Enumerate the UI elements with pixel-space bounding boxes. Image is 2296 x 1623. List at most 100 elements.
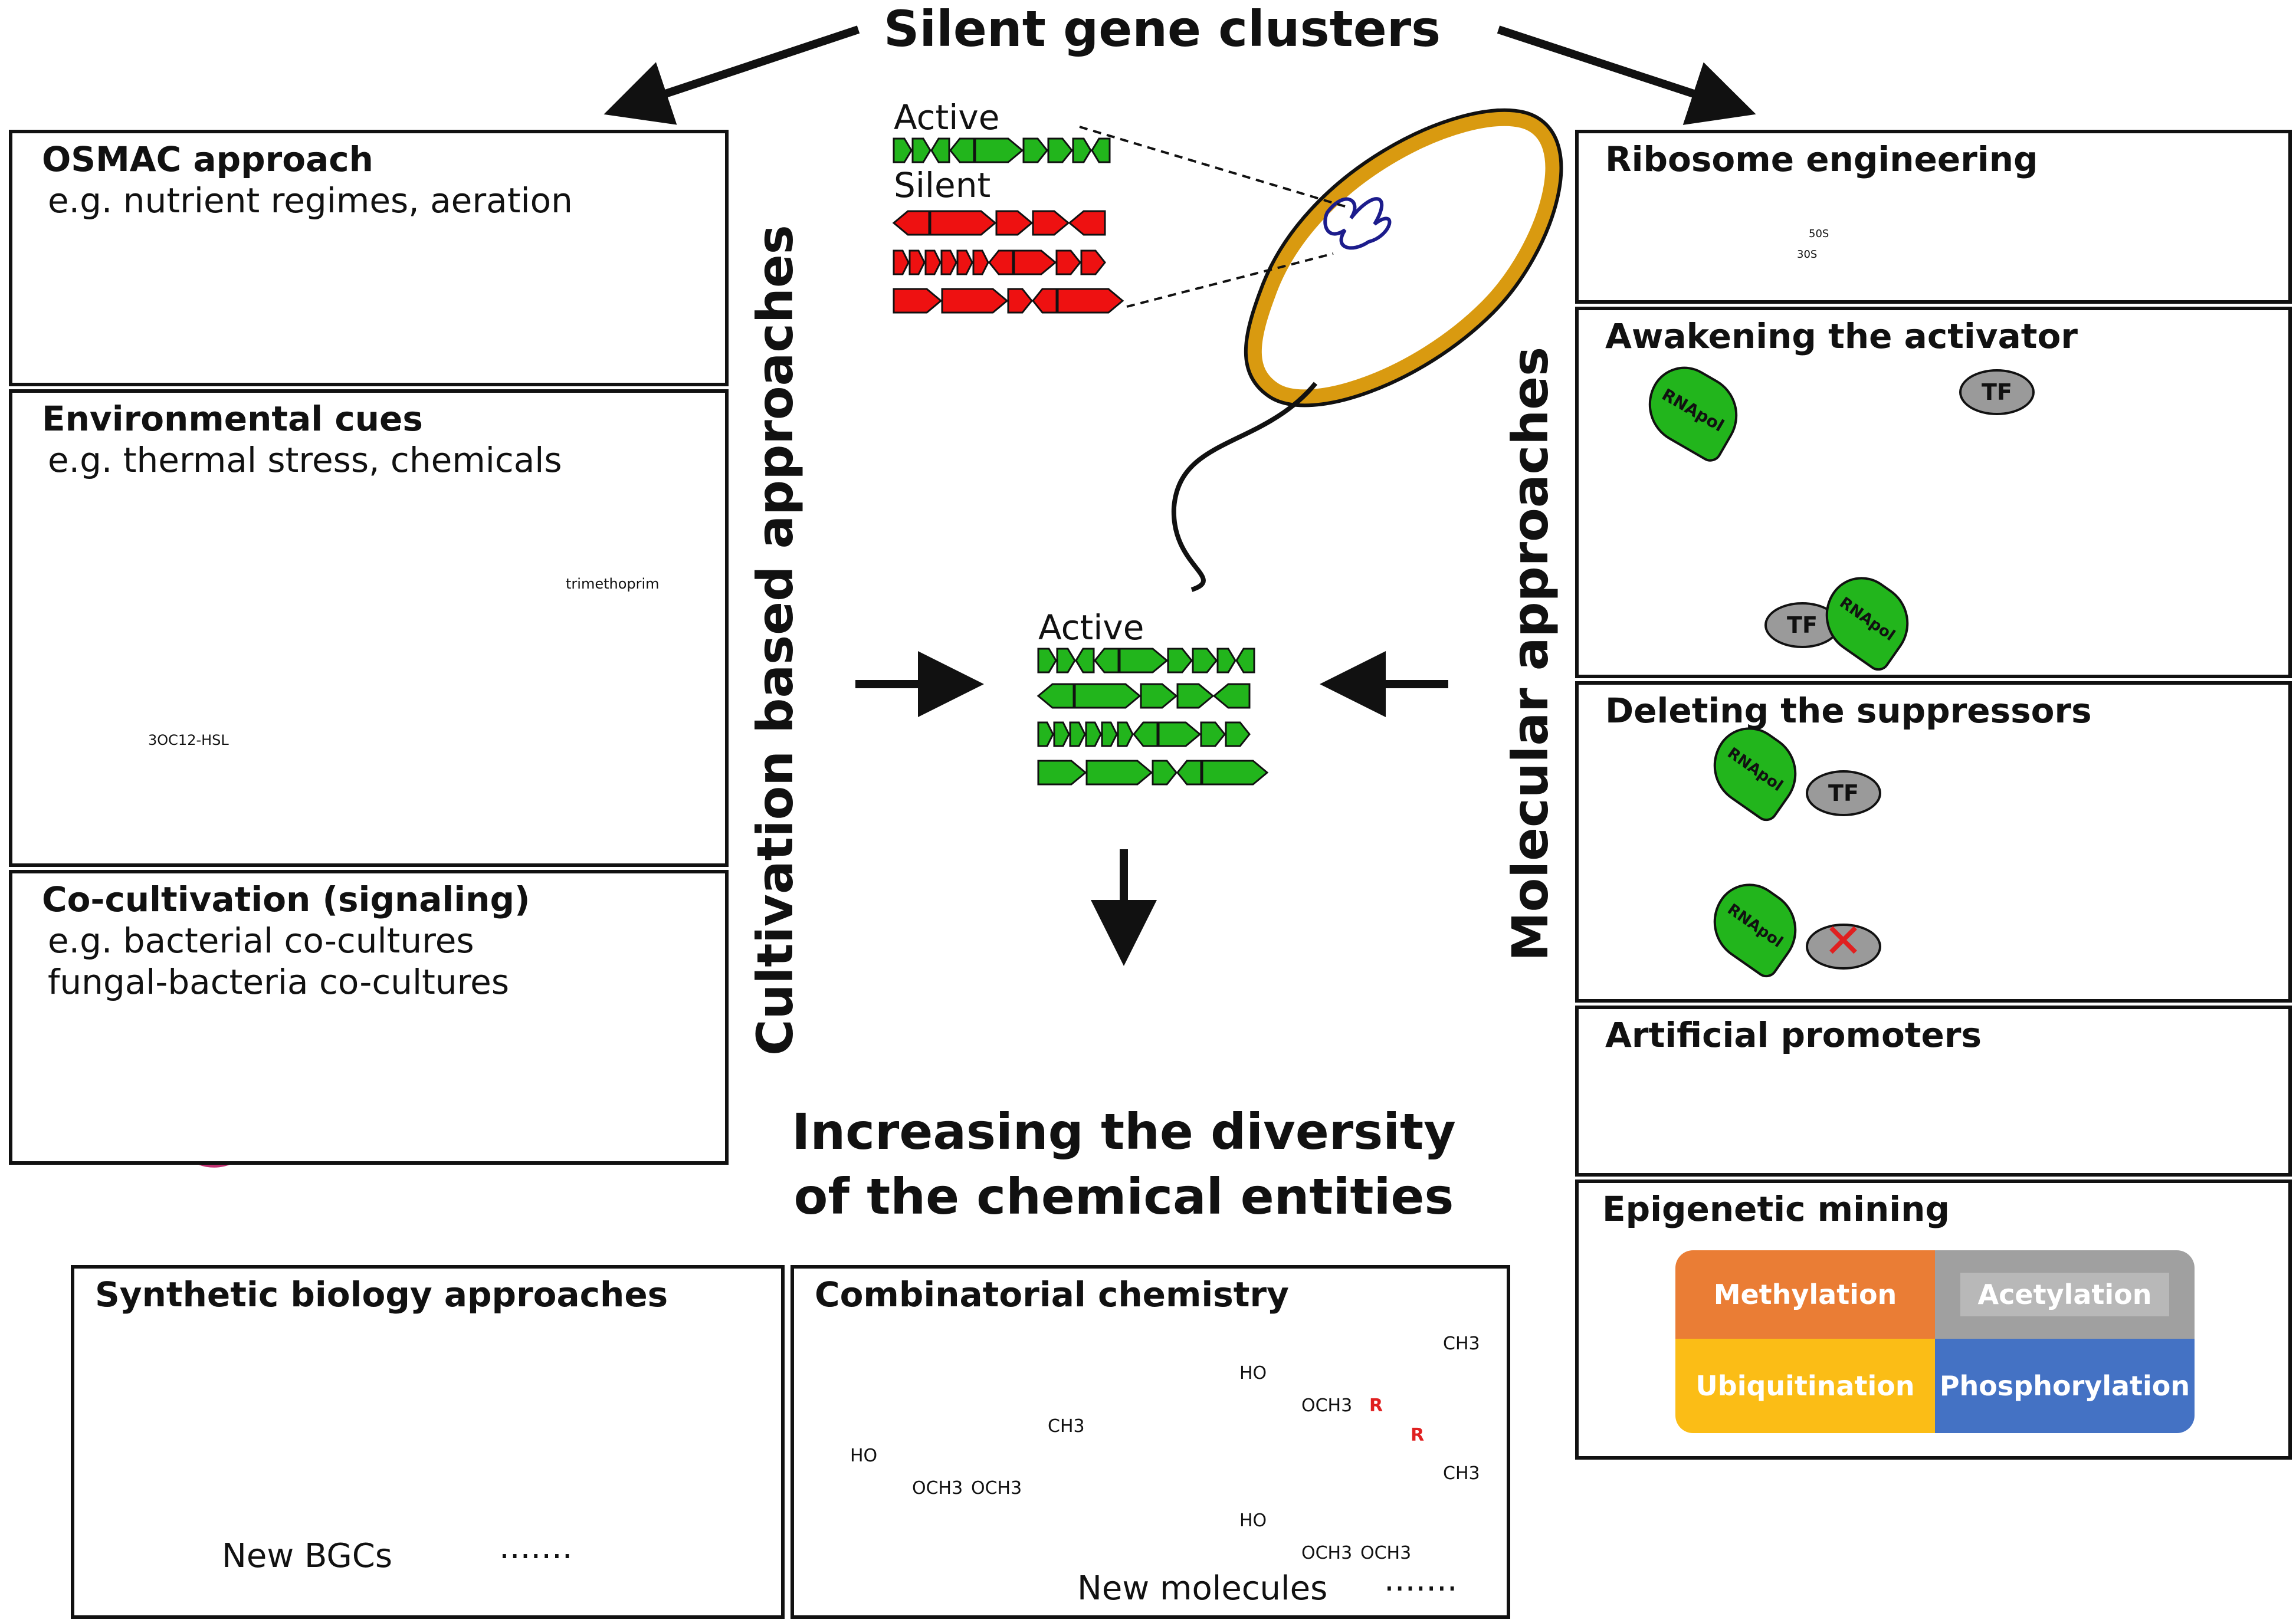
- trimethoprim-label: trimethoprim: [566, 576, 660, 592]
- epigenetic-tile-ubiquitination: Ubiquitination: [1675, 1339, 1935, 1433]
- silent-gene-arrow: [972, 249, 989, 275]
- active-gene-arrow: [1152, 760, 1177, 786]
- cocultivation-title: Co-cultivation (signaling): [42, 879, 530, 919]
- combinatorial-panel: Combinatorial chemistry HO OCH3 OCH3 CH3…: [791, 1265, 1510, 1619]
- active-gene-arrow: [1037, 648, 1057, 673]
- outcome-line-1: Increasing the diversity: [792, 1103, 1456, 1161]
- environmental-title: Environmental cues: [42, 399, 423, 439]
- active-gene-arrow: [911, 137, 931, 163]
- active-gene-arrow: [1053, 721, 1070, 747]
- silent-gene-arrow: [1032, 210, 1070, 236]
- active-gene-arrow: [1094, 648, 1120, 673]
- bacterium-cell: [1079, 108, 1563, 592]
- tf-label: TF: [1982, 379, 2012, 405]
- active-gene-arrow: [1101, 721, 1118, 747]
- active-gene-arrow: [1037, 721, 1054, 747]
- active-gene-arrow: [974, 137, 1024, 163]
- active-gene-arrow: [1225, 721, 1251, 747]
- active-gene-arrow: [1085, 721, 1102, 747]
- combinatorial-title: Combinatorial chemistry: [815, 1274, 1289, 1315]
- product1-ho-label: HO: [1239, 1363, 1267, 1384]
- active-gene-arrow: [1069, 721, 1086, 747]
- environmental-subtitle: e.g. thermal stress, chemicals: [48, 440, 562, 480]
- active-gene-arrow: [1201, 760, 1269, 786]
- tf-bound-label: TF: [1787, 612, 1818, 638]
- epigenetic-title: Epigenetic mining: [1602, 1189, 1950, 1229]
- active-gene-arrow: [1085, 760, 1153, 786]
- active-gene-arrow: [949, 137, 975, 163]
- osmac-subtitle: e.g. nutrient regimes, aeration: [48, 180, 573, 221]
- silent-gene-arrow: [893, 249, 910, 275]
- ribosome-title: Ribosome engineering: [1605, 139, 2038, 179]
- active-gene-arrow: [1072, 137, 1092, 163]
- active-gene-arrow: [1022, 137, 1048, 163]
- acetylation-label: Acetylation: [1960, 1273, 2170, 1316]
- combinatorial-dots: .......: [1384, 1560, 1458, 1599]
- active-gene-arrow: [1212, 683, 1251, 709]
- tf-deleted-blob: [1806, 924, 1881, 970]
- silent-gene-arrow: [1013, 249, 1057, 275]
- silent-gene-arrow: [1080, 249, 1106, 275]
- cocultivation-line-2: fungal-bacteria co-cultures: [48, 962, 510, 1002]
- silent-label: Silent: [894, 165, 991, 205]
- tf-repressor-blob: TF: [1806, 770, 1881, 816]
- silent-gene-arrow: [893, 288, 943, 314]
- product2-ho-label: HO: [1239, 1510, 1267, 1531]
- active-gene-arrow: [1140, 683, 1178, 709]
- hsl-label: 3OC12-HSL: [148, 732, 229, 748]
- environmental-panel: Environmental cues e.g. thermal stress, …: [9, 389, 729, 867]
- product1-r-label: R: [1369, 1395, 1383, 1416]
- ribosome-50s-label: 50S: [1809, 228, 1829, 240]
- silent-gene-arrow: [892, 210, 930, 236]
- activator-title: Awakening the activator: [1605, 316, 2078, 356]
- silent-gene-arrow: [929, 210, 997, 236]
- silent-gene-arrow: [995, 210, 1034, 236]
- ribosome-30s-label: 30S: [1797, 248, 1818, 261]
- synthetic-caption: New BGCs: [222, 1537, 393, 1575]
- silent-gene-arrow: [908, 249, 926, 275]
- active-gene-arrow: [1167, 648, 1193, 673]
- active-gene-arrow: [893, 137, 913, 163]
- active-gene-arrow: [1216, 648, 1236, 673]
- tf-blob: TF: [1959, 369, 2035, 415]
- rnapol-bound-label: RNApol: [1836, 593, 1898, 645]
- figure-title: Silent gene clusters: [883, 0, 1441, 58]
- silent-gene-arrow: [956, 249, 973, 275]
- active-gene-arrow: [1235, 648, 1255, 673]
- product1-ch3-label: CH3: [1443, 1333, 1480, 1354]
- synthetic-title: Synthetic biology approaches: [95, 1274, 668, 1315]
- arrow-to-molecular: [1497, 25, 1756, 125]
- parent-ho-label: HO: [850, 1445, 878, 1466]
- rnapol-free-blob: RNApol: [1697, 870, 1813, 982]
- product1-och3-label: OCH3: [1301, 1395, 1353, 1416]
- active-gene-arrow: [1056, 648, 1076, 673]
- activator-panel: Awakening the activator RNApol TF TF RNA…: [1575, 307, 2292, 678]
- active-gene-arrow: [1091, 137, 1111, 163]
- active-gene-arrow: [1037, 683, 1075, 709]
- rnapol-free-label: RNApol: [1724, 900, 1786, 952]
- outcome-line-2: of the chemical entities: [793, 1168, 1454, 1226]
- silent-gene-arrow: [941, 288, 1009, 314]
- rnapol-blocked-label: RNApol: [1724, 744, 1786, 796]
- silent-gene-arrow: [1055, 249, 1081, 275]
- product2-och3-label-2: OCH3: [1360, 1543, 1412, 1563]
- product2-ch3-label: CH3: [1443, 1463, 1480, 1484]
- silent-gene-arrow: [1032, 288, 1058, 314]
- silent-gene-arrow: [988, 249, 1014, 275]
- rnapol-blob: RNApol: [1634, 354, 1753, 466]
- epigenetic-tile-acetylation: Acetylation: [1935, 1250, 2195, 1339]
- osmac-panel: OSMAC approach e.g. nutrient regimes, ae…: [9, 130, 729, 386]
- cocultivation-line-1: e.g. bacterial co-cultures: [48, 921, 474, 961]
- silent-gene-arrow: [924, 249, 942, 275]
- silent-gene-arrow: [1007, 288, 1033, 314]
- active-gene-arrow: [1133, 721, 1159, 747]
- active-gene-arrow: [930, 137, 950, 163]
- parent-och3-label-1: OCH3: [912, 1478, 963, 1499]
- parent-och3-label-2: OCH3: [971, 1478, 1022, 1499]
- active-gene-arrow: [1176, 760, 1202, 786]
- active-gene-arrow: [1192, 648, 1218, 673]
- ribosome-panel: Ribosome engineering 50S 30S: [1575, 130, 2292, 304]
- combinatorial-caption: New molecules: [1077, 1569, 1328, 1608]
- synthetic-panel: Synthetic biology approaches New BGCs ..…: [71, 1265, 785, 1619]
